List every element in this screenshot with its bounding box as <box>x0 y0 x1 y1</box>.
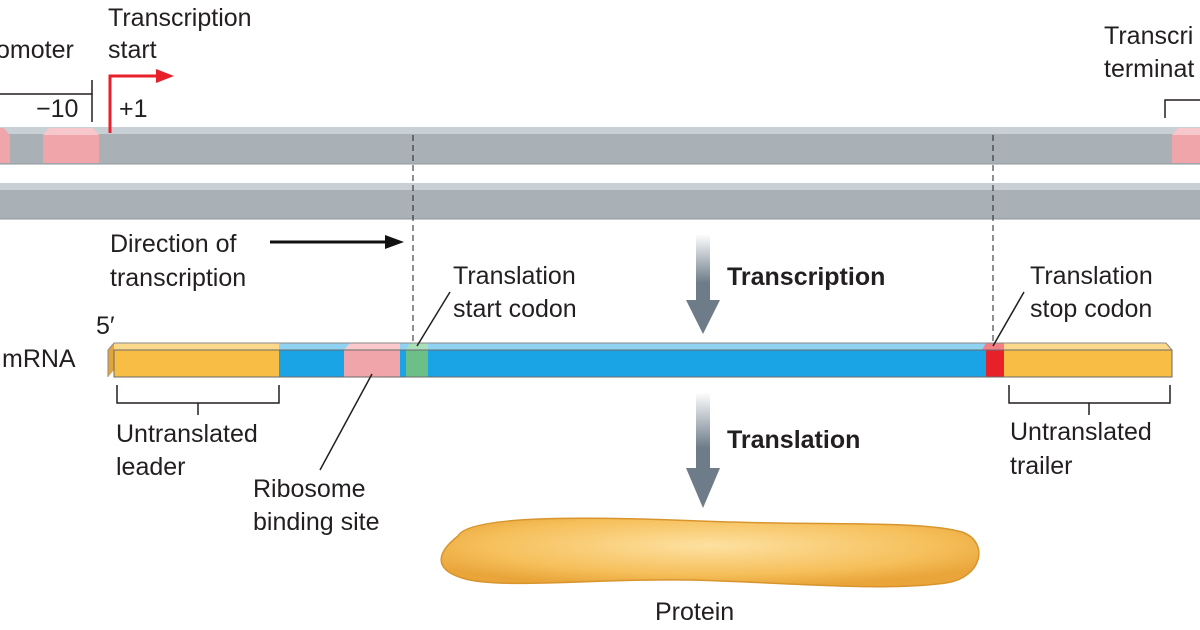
promoter-bracket <box>0 80 93 95</box>
direction-arrow <box>270 235 404 249</box>
untranslated-leader-label-line1: Untranslated <box>116 420 258 448</box>
direction-label-line2: transcription <box>110 264 246 292</box>
start-codon-pointer-line <box>416 291 451 347</box>
stop-codon <box>986 350 1004 377</box>
dna-template-strand <box>0 127 1200 165</box>
dna-coding-strand <box>0 183 1200 220</box>
mrna-label: mRNA <box>2 345 76 373</box>
five-prime-label: 5′ <box>96 312 115 340</box>
plus1-label: +1 <box>119 95 148 123</box>
coding-region-top <box>279 343 986 350</box>
untranslated-leader <box>114 350 279 377</box>
mrna-five-prime-end <box>108 343 114 377</box>
stop-codon-pointer-line <box>992 291 1025 347</box>
transcription-start-arrow <box>108 69 174 133</box>
translation-stop-label-line1: Translation <box>1030 262 1153 290</box>
untranslated-trailer-label-line1: Untranslated <box>1010 418 1152 446</box>
ribosome-binding-site-label-line2: binding site <box>253 508 379 536</box>
untranslated-trailer <box>1004 350 1172 377</box>
terminator-label-line2: terminat <box>1104 55 1194 83</box>
translation-stop-label-line2: stop codon <box>1030 295 1152 323</box>
terminator-box <box>1172 128 1200 163</box>
promoter-label: omoter <box>0 36 74 64</box>
terminator-bracket <box>1164 99 1200 118</box>
promoter-minus10-box <box>43 128 99 163</box>
transcription-start-label-line1: Transcription <box>108 4 252 32</box>
translation-process-label: Translation <box>727 426 860 454</box>
transcription-start-label-line2: start <box>108 36 157 64</box>
untranslated-trailer-top <box>1004 343 1172 350</box>
start-codon <box>406 350 428 377</box>
trailer-bracket <box>1008 385 1171 415</box>
untranslated-leader-top <box>108 343 279 350</box>
ribosome-binding-site-label-line1: Ribosome <box>253 475 366 503</box>
untranslated-trailer-label-line2: trailer <box>1010 452 1073 480</box>
ribosome-pointer-line <box>319 373 373 471</box>
transcription-arrow <box>686 234 720 334</box>
translation-arrow <box>686 392 720 508</box>
translation-start-label-line1: Translation <box>453 262 576 290</box>
untranslated-leader-label-line2: leader <box>116 453 186 481</box>
direction-label-line1: Direction of <box>110 230 236 258</box>
translation-start-label-line2: start codon <box>453 295 577 323</box>
protein-label: Protein <box>655 598 734 626</box>
ribosome-binding-site <box>344 350 400 377</box>
mrna-strand <box>107 342 1173 378</box>
terminator-label-line1: Transcri <box>1104 22 1193 50</box>
leader-bracket <box>116 385 280 415</box>
promoter-minus35-box <box>0 128 10 163</box>
transcription-process-label: Transcription <box>727 263 885 291</box>
minus10-label: −10 <box>36 95 78 123</box>
protein-shape <box>440 517 980 588</box>
